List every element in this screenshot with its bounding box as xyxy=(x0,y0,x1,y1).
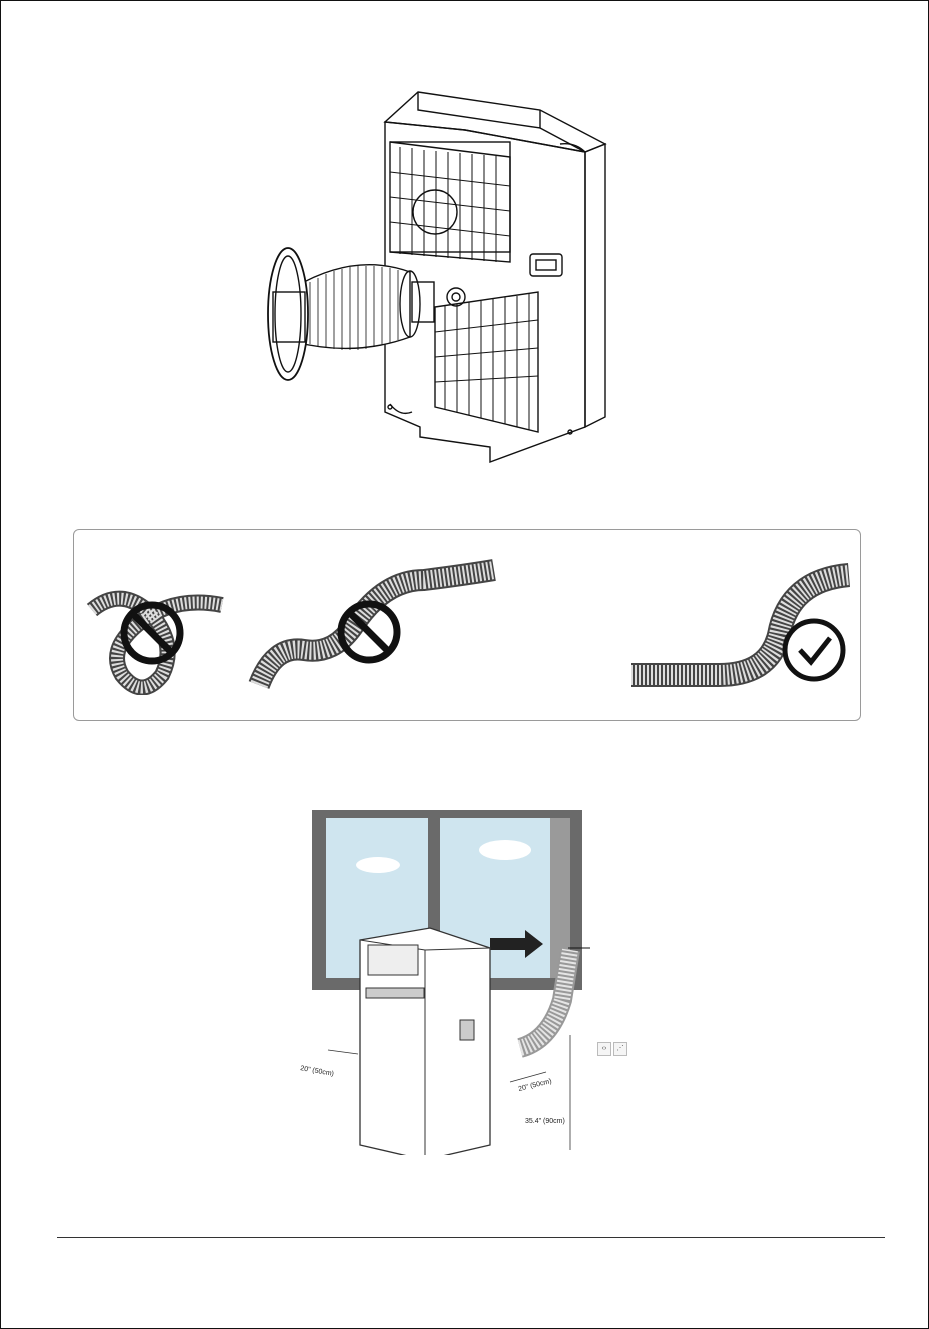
dots-icon[interactable]: ⋰ xyxy=(613,1042,627,1056)
hose-correct-figure xyxy=(619,555,859,705)
hose-routing-panel xyxy=(73,529,861,721)
footer-divider xyxy=(57,1237,885,1238)
checkmark-icon xyxy=(785,621,843,679)
window-height-label: 35.4" (90cm) xyxy=(525,1118,565,1125)
window-install-figure: 20" (50cm) 20" (50cm) 35.4" (90cm) xyxy=(300,810,640,1155)
resize-icon[interactable]: ‹› xyxy=(597,1042,611,1056)
window-install-icon xyxy=(300,810,640,1155)
mini-icon-group: ‹› ⋰ xyxy=(597,1042,627,1056)
hose-loop-figure xyxy=(82,565,242,695)
portable-ac-rear-icon xyxy=(240,82,620,470)
hose-kink-figure xyxy=(244,550,514,700)
ac-rear-figure xyxy=(240,82,620,470)
